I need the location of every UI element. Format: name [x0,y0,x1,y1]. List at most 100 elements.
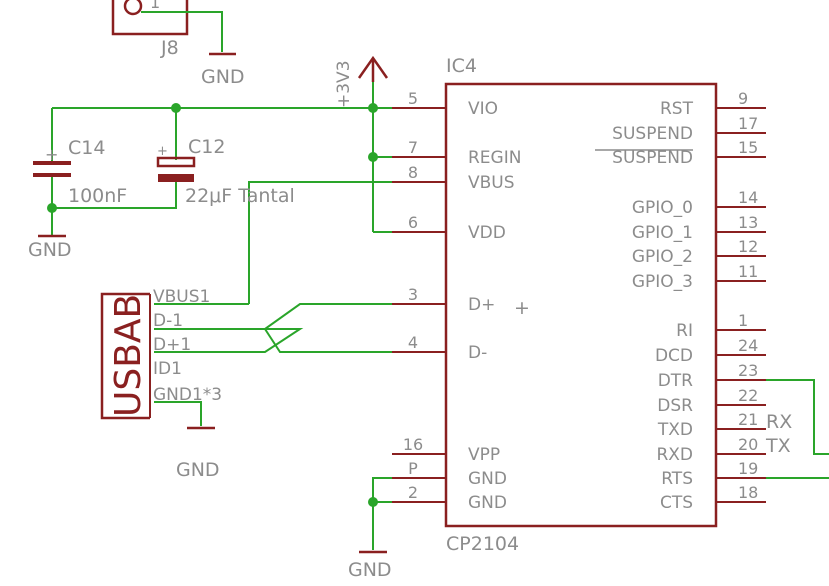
usb-ground: GND [176,426,220,481]
ic-pin-label: DCD [655,346,693,366]
ic-pin-label: VBUS [468,173,515,193]
power-3v3: +3V3 [334,55,389,108]
ic-pin-number: 23 [738,361,758,380]
usb-pin-label: GND1*3 [153,385,222,405]
net-label-tx: TX [765,435,791,457]
c12-value: 22μF Tantal [185,185,295,207]
ground-label: GND [201,66,245,88]
usb-pin-label: ID1 [153,359,182,379]
ic-pin-number: 2 [408,483,418,502]
ic-pin-number: 4 [408,333,418,352]
c12-plate-top [156,156,196,168]
junction-dot [368,152,378,162]
ic-pin-label: GPIO_0 [632,198,693,218]
ic-pin-number: 5 [408,89,418,108]
junction-dot [171,103,181,113]
ic-pin-label: RI [676,321,693,341]
dtr-net-wire [766,379,829,455]
ic-pin-label: CTS [660,493,693,513]
usb-connector: USBAB VBUS1 D-1 D+1 ID1 GND1*3 [100,287,222,420]
ic-pin-number: 14 [738,188,758,207]
c12-name: C12 [188,136,225,158]
ground-label: GND [348,559,392,581]
usb-pin-label: D-1 [153,311,183,331]
power-arrow-icon [357,55,389,79]
ic-pin-number: 3 [408,285,418,304]
ic-pin-label: GPIO_3 [632,272,693,292]
ic-pin-label: VIO [468,99,498,119]
ic-pin-label: VDD [468,223,506,243]
j8-ground: GND [141,11,245,88]
net-labels: RX TX [765,411,792,457]
j8-gnd-wire [141,11,223,52]
usb-pin-label: VBUS1 [153,287,210,307]
ic-pin-label: GPIO_2 [632,247,693,267]
net-label-rx: RX [766,411,792,433]
ic-pin-number: 19 [738,459,758,478]
ic-pin-label: GND [468,493,507,513]
ic-pin-number: 15 [738,138,758,157]
ic-pin-number: 12 [738,237,758,256]
ic-pin-label: DSR [657,396,693,416]
ic-pin-label: D+ [468,295,495,315]
ic-pin-label: D- [468,343,487,363]
ic-pin-label: SUSPEND [612,148,693,168]
ic-pin-number: 7 [408,138,418,157]
c14-capacitor: + C14 100nF [33,137,127,207]
ic-pin-number: 20 [738,435,758,454]
junction-dot [368,103,378,113]
ic-pin-label: RTS [661,469,693,489]
usb-name: USBAB [108,294,149,417]
ic-pin-label: RXD [656,445,693,465]
ic-pin-number: 24 [738,336,758,355]
c14-value: 100nF [68,185,127,207]
usb-pin-label: D+1 [153,335,191,355]
ic-pin-label: VPP [468,445,500,465]
power-label: +3V3 [334,60,354,108]
d-plus-wire-b [264,328,392,353]
ic-pin-number: 11 [738,262,758,281]
ic-pin-number: 6 [408,213,418,232]
chip-gnd-wire-p [372,477,392,550]
ic-pin-label: DTR [658,371,693,391]
ic-pin-number: P [408,459,418,478]
vbus-wire [248,181,392,304]
junctions [47,103,378,507]
junction-dot [47,203,57,213]
c14-plus-mark: + [45,145,58,164]
c12-gnd-wire [52,182,177,209]
ic-right-pins: 9RST17SUSPEND15SUSPEND14GPIO_013GPIO_112… [612,89,766,513]
c14-ground: GND [28,234,72,261]
ic-pin-number: 22 [738,386,758,405]
ic-pin-number: 9 [738,89,748,108]
ic-pin-label: REGIN [468,148,521,168]
ground-label: GND [176,459,220,481]
ic-pin-label: RST [660,99,694,119]
ic-name: IC4 [446,55,477,77]
ic-pin-number: 1 [738,311,748,330]
ic-pin-number: 16 [403,435,423,454]
ic-pin-number: 18 [738,483,758,502]
j8-pin-circle [123,0,143,16]
ic-pin-label: GPIO_1 [632,223,693,243]
j8-pin-number: 1 [150,0,160,12]
c12-plus-mark: + [157,144,168,159]
j8-label: J8 [160,37,179,59]
c14-name: C14 [68,137,105,159]
ic-value: CP2104 [446,533,519,555]
ic-pin-number: 13 [738,213,758,232]
ground-label: GND [28,239,72,261]
ic-plus-mark: + [514,297,530,319]
ic-pin-number: 21 [738,410,758,429]
usb-body [100,292,150,420]
ic-pin-label: TXD [657,420,693,440]
chip-ground: GND [348,550,392,581]
ic-pin-number: 8 [408,163,418,182]
ic-pin-label: GND [468,469,507,489]
usb-gnd-wire [154,401,202,426]
ic-pin-label: SUSPEND [612,124,693,144]
j8-body [111,0,189,36]
ic-pin-number: 17 [738,114,758,133]
